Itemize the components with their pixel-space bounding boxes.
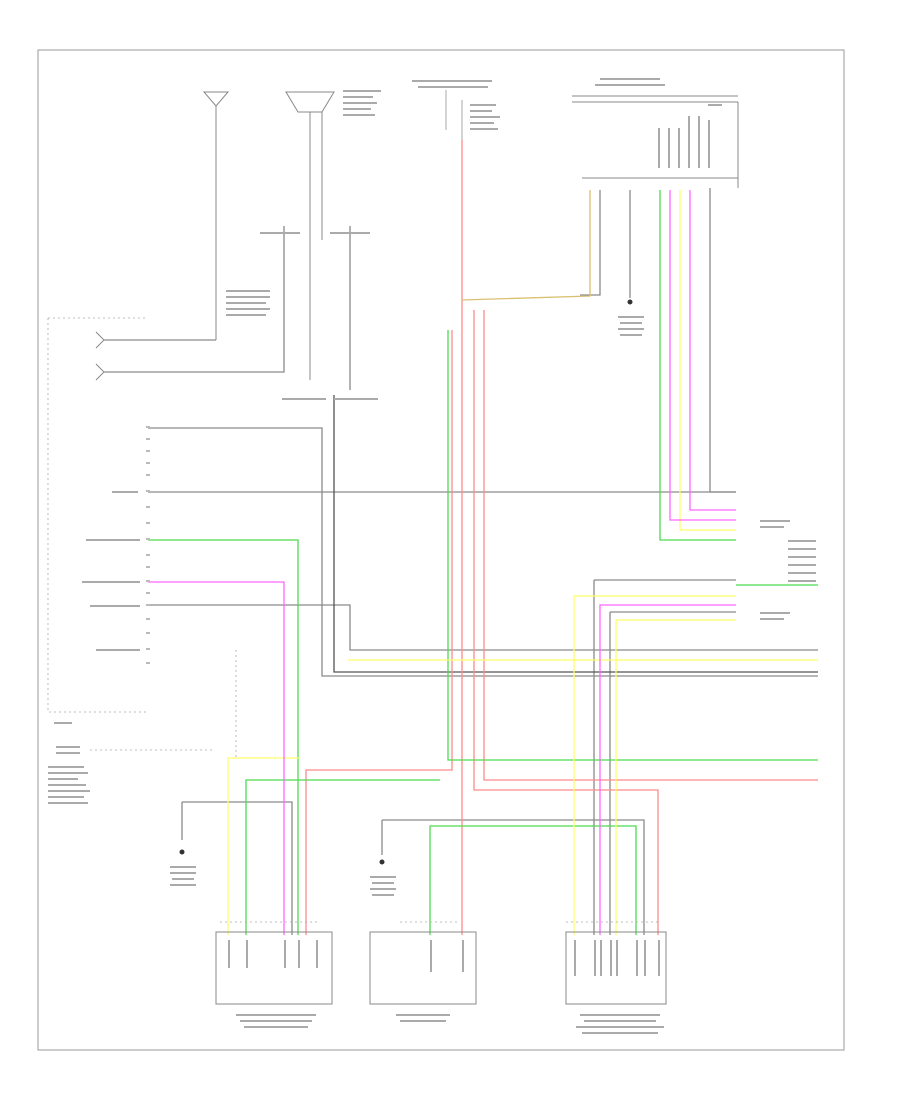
right-connector-labels xyxy=(760,520,816,620)
left-antennas xyxy=(95,331,105,381)
middle-labels xyxy=(226,232,378,400)
fuse-symbols xyxy=(445,90,463,140)
ground-icon xyxy=(179,849,185,855)
antenna-text xyxy=(343,90,381,116)
bottom-right-module xyxy=(565,931,667,1005)
antenna-group xyxy=(202,91,335,380)
dark-wire xyxy=(333,395,818,673)
green-wires xyxy=(148,190,818,935)
left-bottom-text xyxy=(48,722,90,804)
fuse-block-label xyxy=(412,80,500,130)
gray-wires xyxy=(104,188,818,935)
ground-icon xyxy=(627,299,633,305)
bottom-right-module-text xyxy=(574,940,664,1034)
yellow-wires xyxy=(227,190,818,935)
right-module-text xyxy=(595,78,722,168)
red-wires xyxy=(305,140,818,935)
antenna-icon xyxy=(202,91,230,107)
ground-symbols xyxy=(179,299,633,865)
tan-wire xyxy=(461,190,591,301)
left-signal-labels xyxy=(82,491,140,651)
antenna-icon xyxy=(285,91,335,113)
antenna-icon xyxy=(95,363,105,381)
antenna-icon xyxy=(95,331,105,349)
right-top-module xyxy=(572,95,739,188)
bottom-center-module-text xyxy=(396,940,464,1022)
diagram-border xyxy=(37,49,845,1051)
bottom-left-module-text xyxy=(228,940,318,1028)
dashed-lines xyxy=(47,317,660,923)
ground-labels xyxy=(170,316,644,896)
bottom-center-module xyxy=(369,931,477,1005)
bottom-left-module xyxy=(215,931,333,1005)
ground-icon xyxy=(379,859,385,865)
left-connector xyxy=(146,426,150,664)
magenta-wires xyxy=(148,190,736,935)
